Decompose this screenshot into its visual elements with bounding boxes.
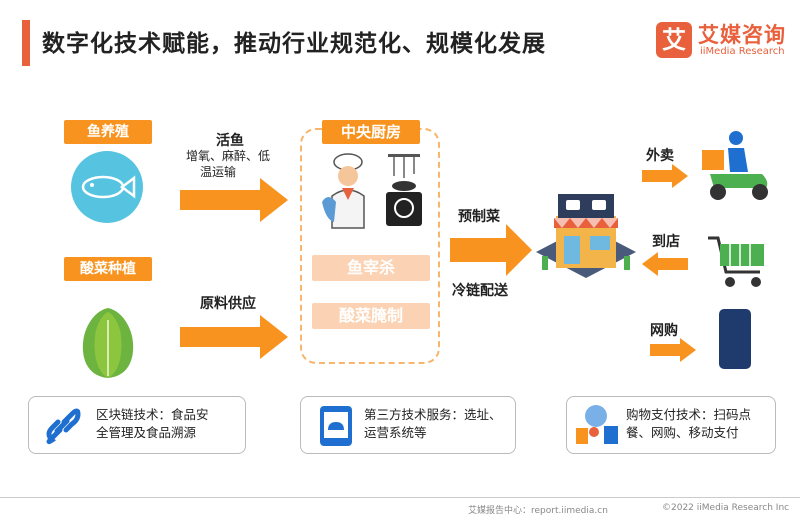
fish-slaughter-step: 鱼宰杀: [312, 255, 430, 281]
pickle-flow-arrow-icon: [180, 315, 288, 359]
chef-icon: [322, 153, 365, 229]
footer-source: 艾媒报告中心：report.iimedia.cn: [468, 506, 608, 516]
distribution-arrow-icon: [450, 224, 532, 276]
online-arrow-icon: [650, 338, 696, 362]
payment-text-1: 购物支付技术：扫码点: [626, 407, 752, 422]
page-title: 数字化技术赋能，推动行业规范化、规模化发展: [42, 31, 546, 57]
third-party-text-2: 运营系统等: [364, 425, 427, 440]
cabbage-icon: [82, 308, 134, 378]
channel-store-label: 到店: [652, 234, 680, 250]
shopping-cart-icon: [708, 236, 764, 287]
chain-link-icon: [46, 408, 81, 445]
store-arrow-icon: [642, 252, 688, 276]
third-party-text-1: 第三方技术服务：选址、: [364, 407, 502, 422]
logo-mark: 艾: [656, 22, 692, 58]
store-building-icon: [536, 194, 636, 278]
fish-transport-desc-2: 温运输: [200, 165, 237, 179]
smartphone-icon: [719, 309, 751, 369]
mobile-payment-icon: [576, 405, 618, 444]
logo-name-en: iiMedia Research: [700, 46, 785, 57]
raw-material-label: 原料供应: [200, 296, 256, 312]
cloud-phone-icon: [320, 406, 352, 446]
pickle-curing-step: 酸菜腌制: [312, 303, 430, 329]
channel-online-label: 网购: [650, 323, 678, 339]
blockchain-text-1: 区块链技术：食品安: [96, 407, 209, 422]
footer-copyright: ©2022 iiMedia Research Inc: [662, 503, 790, 513]
payment-text-2: 餐、网购、移动支付: [626, 425, 739, 440]
kitchen-tools-icon: [386, 154, 422, 226]
title-accent-bar: [22, 20, 30, 66]
fish-farming-tag: 鱼养殖: [64, 120, 152, 144]
footer-divider: [0, 497, 800, 498]
logo-name-cn: 艾媒咨询: [698, 23, 786, 47]
fish-icon: [71, 151, 143, 223]
blockchain-text-2: 全管理及食品溯源: [96, 425, 197, 440]
fish-flow-arrow-icon: [180, 178, 288, 222]
central-kitchen-tag: 中央厨房: [322, 120, 420, 144]
prepared-dish-label: 预制菜: [458, 209, 500, 225]
fish-transport-desc-1: 增氧、麻醉、低: [186, 149, 271, 163]
delivery-scooter-icon: [702, 131, 768, 200]
pickle-planting-tag: 酸菜种植: [64, 257, 152, 281]
live-fish-label: 活鱼: [216, 133, 244, 149]
channel-delivery-label: 外卖: [646, 148, 674, 164]
cold-chain-label: 冷链配送: [452, 283, 508, 299]
delivery-arrow-icon: [642, 164, 688, 188]
